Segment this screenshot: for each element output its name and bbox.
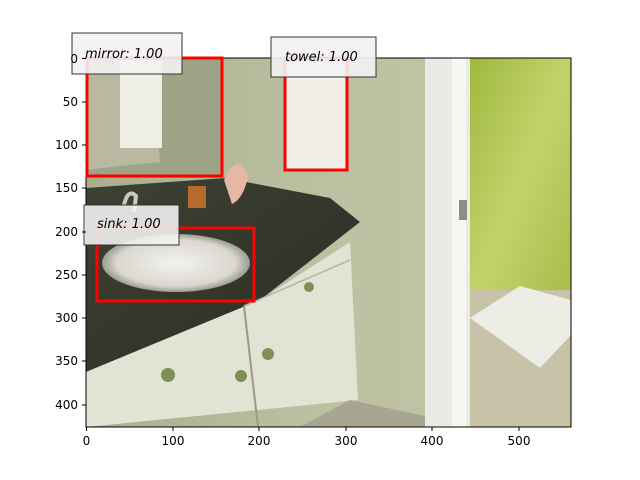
- bath-mat: [470, 286, 571, 368]
- y-tick-label: 400: [55, 398, 78, 412]
- y-tick-label: 50: [63, 95, 78, 109]
- reflected-towel: [120, 60, 162, 148]
- sink-label-text: sink: 1.00: [97, 217, 161, 232]
- photo: [86, 58, 571, 427]
- y-tick-label: 100: [55, 138, 78, 152]
- x-axis: 0 100 200 300 400 500: [83, 427, 531, 448]
- x-tick-label: 200: [248, 434, 271, 448]
- y-tick-label: 200: [55, 225, 78, 239]
- y-axis: 0 50 100 150 200 250 300 350 400: [55, 52, 86, 412]
- mirror-label-text: mirror: 1.00: [85, 47, 163, 62]
- x-tick-label: 100: [162, 434, 185, 448]
- towel-image: [286, 62, 346, 170]
- towel-label-text: towel: 1.00: [285, 50, 358, 65]
- x-tick-label: 500: [508, 434, 531, 448]
- x-tick-label: 300: [335, 434, 358, 448]
- y-tick-label: 150: [55, 181, 78, 195]
- sink-basin: [102, 234, 250, 292]
- x-tick-label: 0: [83, 434, 91, 448]
- x-tick-label: 400: [421, 434, 444, 448]
- y-tick-label: 0: [70, 52, 78, 66]
- mirror-label: mirror: 1.00: [71, 32, 183, 75]
- towel-label: towel: 1.00: [270, 36, 377, 78]
- sink-label: sink: 1.00: [83, 204, 180, 246]
- y-tick-label: 300: [55, 311, 78, 325]
- y-tick-label: 250: [55, 268, 78, 282]
- y-tick-label: 350: [55, 354, 78, 368]
